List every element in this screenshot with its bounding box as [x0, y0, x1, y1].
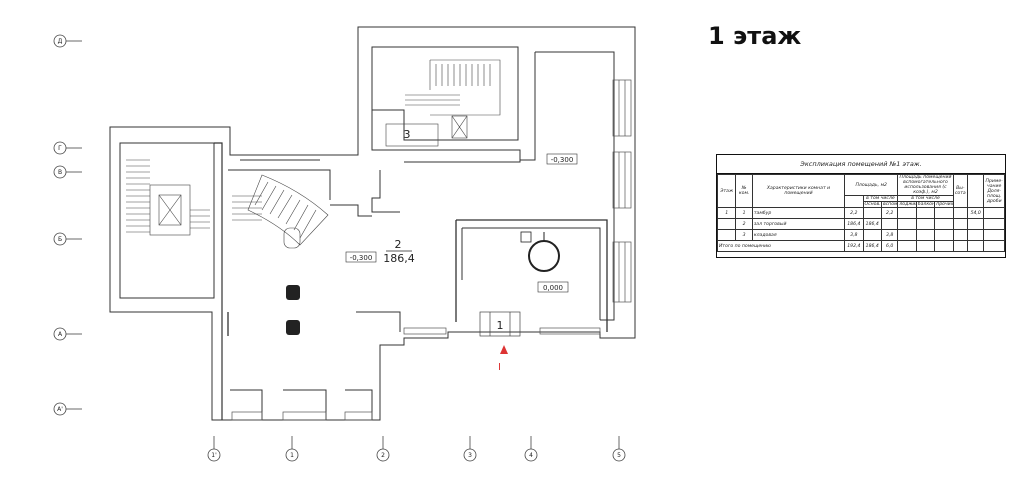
axis-5-label: 5 [617, 452, 621, 459]
col-note-1: Приме-чание [985, 178, 1003, 189]
explication-grid: Этаж № ком. Характеристики комнат и поме… [716, 173, 1005, 253]
windows [231, 79, 632, 421]
col-main: Основ. [862, 201, 882, 209]
axis-a-prime-label: А' [57, 406, 63, 413]
stairs [126, 59, 501, 249]
table-total-row: Итого по помещению 192,4 186,4 6,0 [716, 240, 1005, 253]
col-note: Приме-чание Доля-площ. дроби [983, 173, 1005, 209]
room-3-number: 3 [404, 128, 411, 141]
room-2-number: 2 [395, 238, 402, 251]
col-aux-area-head: Площадь помещений вспомогательного испол… [897, 173, 954, 197]
level-marks: -0,300 -0,300 0,000 [345, 153, 578, 293]
axis-1-label: 1 [290, 452, 294, 459]
col-balk: балконов [915, 201, 936, 209]
room-2-area: 186,4 [383, 252, 415, 265]
entrance-vestibule: 1 [479, 311, 521, 337]
axis-b-label: Б [58, 236, 62, 243]
section-mark: I [498, 345, 508, 373]
col-desc: Характеристики комнат и помещений [751, 173, 846, 209]
table-row: 1 1 тамбур 2,2 2,2 54,0 [716, 207, 1005, 220]
round-column [520, 231, 560, 272]
col-total-empty [844, 195, 864, 209]
total-sum: 192,4 [844, 240, 864, 253]
axis-2-label: 2 [381, 452, 385, 459]
col-area: Площадь, м2 [844, 173, 899, 197]
building-walls [109, 26, 636, 421]
level-mark-room2: -0,300 [350, 254, 373, 262]
col-aux: вспом. [880, 201, 899, 209]
axis-g: Г [53, 141, 82, 155]
col-num: № ком. [735, 173, 753, 209]
axis-numbers: 1' 1 2 3 4 5 [207, 436, 626, 462]
level-mark-right: -0,300 [551, 156, 574, 164]
axis-a-label: А [58, 331, 63, 338]
floor-title: 1 этаж [708, 22, 802, 50]
pillars [286, 285, 300, 335]
axis-v-label: В [58, 169, 62, 176]
col-note-2: Доля-площ. дроби [986, 188, 1002, 204]
col-incl2: в том числе [897, 195, 954, 203]
axis-d: Д [53, 34, 82, 48]
explication-caption: Экспликация помещений №1 этаж. [717, 155, 1005, 174]
axis-3-label: 3 [468, 452, 472, 459]
col-empty [966, 173, 985, 209]
table-header-row: Этаж № ком. Характеристики комнат и поме… [716, 173, 1005, 209]
axis-a-prime: А' [53, 402, 82, 416]
axis-g-label: Г [58, 145, 62, 152]
col-floor: Этаж [716, 173, 737, 209]
axis-d-label: Д [58, 38, 63, 45]
section-mark-label: I [498, 362, 501, 373]
col-height: Вы-сота [952, 173, 969, 209]
col-incl: в том числе [862, 195, 899, 203]
axis-4-label: 4 [529, 452, 533, 459]
table-row: 3 кладовая 3,8 3,8 [716, 229, 1005, 242]
col-loggia: лоджий [897, 201, 917, 209]
total-aux: 6,0 [880, 240, 899, 253]
room-labels: 2 186,4 3 [383, 128, 415, 265]
total-label: Итого по помещению [716, 240, 846, 253]
axis-b: Б [53, 232, 82, 246]
explication-table: Экспликация помещений №1 этаж. Этаж № ко… [716, 154, 1006, 258]
level-mark-room1: 0,000 [543, 284, 563, 292]
table-row: 2 зал торговый 186,4 186,4 [716, 218, 1005, 231]
total-main: 186,4 [862, 240, 882, 253]
axis-letters: Д Г В Б А А' [53, 34, 82, 416]
axis-v: В [53, 165, 82, 179]
axis-a: А [53, 327, 82, 341]
room-1-number: 1 [497, 319, 504, 332]
axis-1p-label: 1' [211, 452, 217, 459]
col-other: прочих [934, 201, 954, 209]
